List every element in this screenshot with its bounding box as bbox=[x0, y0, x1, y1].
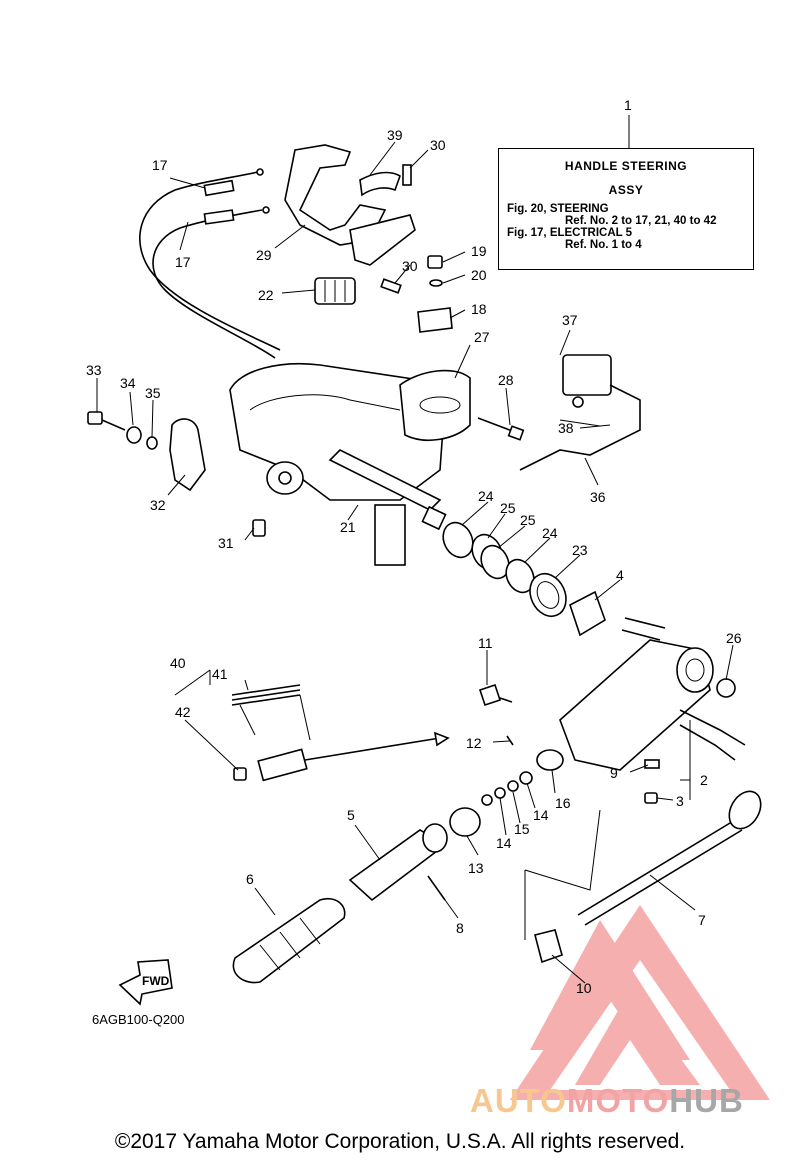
callout-1: 1 bbox=[624, 97, 632, 113]
bolt-28 bbox=[477, 417, 525, 441]
callout-11: 11 bbox=[478, 635, 493, 651]
callout-16: 16 bbox=[555, 795, 571, 811]
callout-39: 39 bbox=[387, 127, 403, 143]
callout-32: 32 bbox=[150, 497, 166, 513]
throttle-shaft-7-bracket-10 bbox=[524, 790, 762, 964]
callout-9: 9 bbox=[610, 765, 618, 781]
callout-42: 42 bbox=[175, 704, 191, 720]
callout-21: 21 bbox=[340, 519, 356, 535]
callout-41: 41 bbox=[212, 666, 228, 682]
callout-5: 5 bbox=[347, 807, 355, 823]
callout-25: 25 bbox=[500, 500, 516, 516]
callout-7: 7 bbox=[698, 912, 706, 928]
callout-14: 14 bbox=[533, 807, 549, 823]
callout-40: 40 bbox=[170, 655, 186, 671]
callout-8: 8 bbox=[456, 920, 464, 936]
callout-38: 38 bbox=[558, 420, 574, 436]
callout-18: 18 bbox=[471, 301, 487, 317]
callout-24: 24 bbox=[478, 488, 494, 504]
steering-bracket-housing bbox=[229, 362, 446, 566]
fwd-arrow: FWD bbox=[118, 959, 173, 1006]
callout-10: 10 bbox=[576, 980, 592, 996]
callout-35: 35 bbox=[145, 385, 161, 401]
callout-28: 28 bbox=[498, 372, 514, 388]
callout-34: 34 bbox=[120, 375, 136, 391]
callout-30: 30 bbox=[402, 258, 418, 274]
watermark-part3: HUB bbox=[669, 1082, 744, 1119]
watermark-logo bbox=[510, 905, 770, 1100]
callout-12: 12 bbox=[466, 735, 482, 751]
callout-29: 29 bbox=[256, 247, 272, 263]
info-box-line4: Ref. No. 1 to 4 bbox=[565, 239, 642, 251]
callout-19: 19 bbox=[471, 243, 487, 259]
handle-bracket-29 bbox=[284, 144, 416, 294]
switch-37 bbox=[519, 354, 641, 471]
watermark-part2: MOTO bbox=[566, 1082, 670, 1119]
callout-30: 30 bbox=[430, 137, 446, 153]
grip-5-6 bbox=[232, 823, 448, 984]
watermark-text: AUTOMOTOHUB bbox=[470, 1082, 744, 1120]
callout-23: 23 bbox=[572, 542, 588, 558]
left-small-parts bbox=[87, 411, 266, 537]
washers-13-16 bbox=[449, 749, 564, 837]
callout-25: 25 bbox=[520, 512, 536, 528]
info-box-line1: Fig. 20, STEERING bbox=[507, 203, 609, 215]
callout-14: 14 bbox=[496, 835, 512, 851]
grommet-22 bbox=[314, 277, 356, 305]
info-box-title: HANDLE STEERING bbox=[564, 159, 688, 173]
callout-numbers: 1 39 30 17 17 29 30 19 20 22 18 37 27 33… bbox=[86, 97, 742, 996]
diagram-code: 6AGB100-Q200 bbox=[92, 1012, 185, 1027]
shaft-21 bbox=[328, 449, 447, 531]
bushings-24-25-23-4 bbox=[442, 521, 606, 637]
callout-15: 15 bbox=[514, 821, 530, 837]
callout-24: 24 bbox=[542, 525, 558, 541]
info-box-line3: Fig. 17, ELECTRICAL 5 bbox=[507, 227, 633, 239]
throttle-cables-17 bbox=[139, 168, 281, 359]
info-box-subtitle: ASSY bbox=[608, 183, 644, 197]
reference-info-box: HANDLE STEERING ASSY Fig. 20, STEERING R… bbox=[498, 148, 754, 270]
callout-13: 13 bbox=[468, 860, 484, 876]
callout-27: 27 bbox=[474, 329, 490, 345]
callout-3: 3 bbox=[676, 793, 684, 809]
bolt-19-washer-20-clamp-18 bbox=[417, 255, 453, 333]
steering-arm-2 bbox=[559, 617, 746, 804]
callout-20: 20 bbox=[471, 267, 487, 283]
watermark-part1: AUTO bbox=[470, 1082, 567, 1119]
callout-17: 17 bbox=[175, 254, 191, 270]
copyright-notice: ©2017 Yamaha Motor Corporation, U.S.A. A… bbox=[114, 1130, 686, 1153]
cover-27 bbox=[399, 369, 471, 441]
callout-22: 22 bbox=[258, 287, 274, 303]
info-box-line2: Ref. No. 2 to 17, 21, 40 to 42 bbox=[565, 215, 717, 227]
callout-4: 4 bbox=[616, 567, 624, 583]
callout-17: 17 bbox=[152, 157, 168, 173]
callout-33: 33 bbox=[86, 362, 102, 378]
callout-6: 6 bbox=[246, 871, 254, 887]
fwd-arrow-label: FWD bbox=[142, 974, 170, 988]
knob-11-pin-12 bbox=[478, 683, 514, 746]
leader-lines bbox=[96, 115, 734, 984]
callout-2: 2 bbox=[700, 772, 708, 788]
lanyard-40-41-42 bbox=[231, 684, 450, 782]
callout-31: 31 bbox=[218, 535, 234, 551]
callout-36: 36 bbox=[590, 489, 606, 505]
callout-37: 37 bbox=[562, 312, 578, 328]
callout-26: 26 bbox=[726, 630, 742, 646]
